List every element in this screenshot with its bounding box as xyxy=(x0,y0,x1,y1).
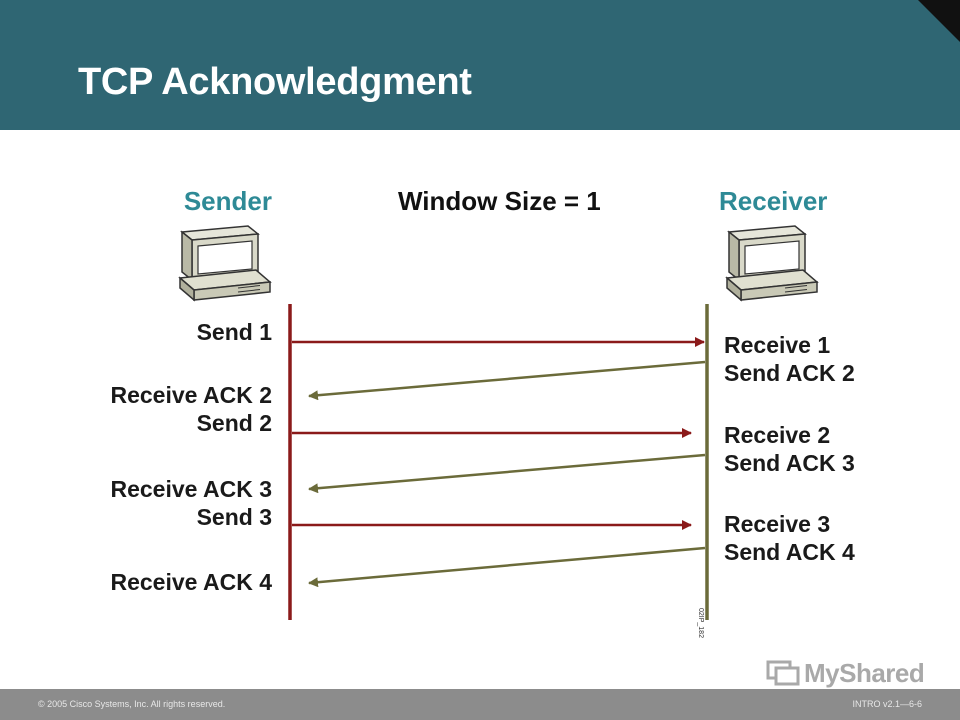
event-label: Send 1 xyxy=(196,319,272,345)
event-label: Receive ACK 3 xyxy=(110,476,272,502)
event-label: Receive 2 xyxy=(724,422,831,448)
event-label: Receive ACK 4 xyxy=(110,569,272,595)
window-size-label: Window Size = 1 xyxy=(398,186,601,216)
ack-arrow-4 xyxy=(308,546,706,588)
sender-computer-icon xyxy=(179,225,271,301)
event-label: Send ACK 4 xyxy=(724,539,855,565)
event-label: Send ACK 2 xyxy=(724,360,855,386)
event-label: Send 2 xyxy=(196,410,272,436)
ack-arrow-3 xyxy=(308,453,706,494)
event-label: Send 3 xyxy=(196,504,272,530)
slide-header: TCP Acknowledgment xyxy=(0,0,960,130)
sender-event-4: Receive ACK 4 xyxy=(110,568,272,596)
slide-footer: © 2005 Cisco Systems, Inc. All rights re… xyxy=(0,689,960,720)
receiver-computer-icon xyxy=(726,225,818,301)
watermark-text: MyShared xyxy=(804,657,925,688)
receiver-label: Receiver xyxy=(719,186,828,216)
myshared-logo-icon xyxy=(766,660,800,686)
sender-event-1: Send 1 xyxy=(197,318,272,346)
event-label: Receive 3 xyxy=(724,511,831,537)
slide-title: TCP Acknowledgment xyxy=(78,61,472,103)
message-arrows xyxy=(292,337,706,588)
header-corner-accent xyxy=(918,0,960,42)
watermark: MyShared xyxy=(766,657,925,689)
course-code: INTRO v2.1—6-6 xyxy=(852,699,922,709)
ack-arrow-2 xyxy=(308,360,706,401)
figure-code: 02IP_182 xyxy=(697,608,704,638)
event-label: Receive ACK 2 xyxy=(110,382,272,408)
event-label: Send ACK 3 xyxy=(724,450,855,476)
sender-label: Sender xyxy=(183,186,272,216)
event-label: Receive 1 xyxy=(724,332,831,358)
copyright-text: © 2005 Cisco Systems, Inc. All rights re… xyxy=(38,699,226,709)
